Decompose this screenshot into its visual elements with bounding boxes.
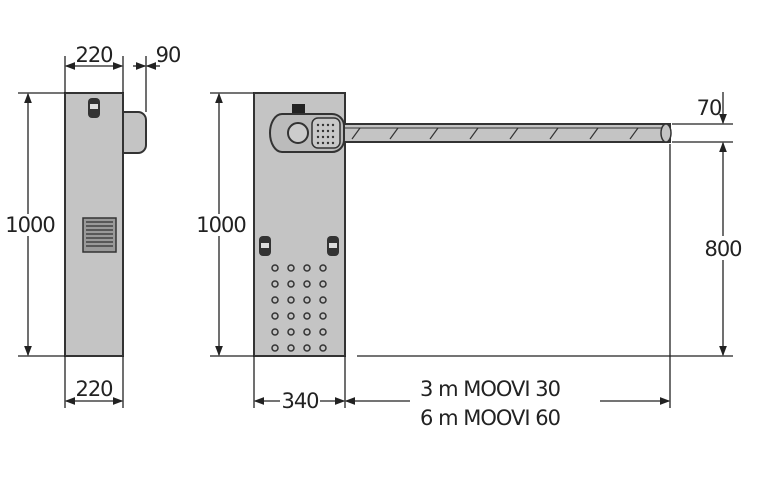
vent-hole bbox=[271, 312, 279, 320]
front-view: 1000 70 800 340 3 m MOOVI 30 6 m MOOVI 6… bbox=[196, 92, 743, 430]
side-width-top-label: 220 bbox=[75, 43, 112, 67]
vent-hole bbox=[303, 312, 311, 320]
vent-hole bbox=[303, 328, 311, 336]
vent-hole bbox=[319, 312, 327, 320]
side-knob-depth-label: 90 bbox=[156, 43, 181, 67]
vent-hole bbox=[287, 296, 295, 304]
vent-hole bbox=[287, 264, 295, 272]
front-height-label: 1000 bbox=[196, 213, 245, 237]
vent-hole bbox=[287, 312, 295, 320]
vent-hole bbox=[319, 280, 327, 288]
vent-hole bbox=[271, 296, 279, 304]
boom-thickness-label: 70 bbox=[697, 96, 722, 120]
boom-height-label: 800 bbox=[704, 237, 741, 261]
boom-arm bbox=[337, 123, 671, 143]
top-cap bbox=[292, 104, 305, 114]
vent-hole bbox=[319, 264, 327, 272]
model-label-moovi-30: 3 m MOOVI 30 bbox=[420, 377, 560, 401]
side-height-label: 1000 bbox=[5, 213, 54, 237]
side-knob bbox=[122, 111, 147, 154]
vent-hole bbox=[319, 328, 327, 336]
vent-hole bbox=[271, 328, 279, 336]
vent-hole bbox=[303, 344, 311, 352]
vent-hole bbox=[303, 264, 311, 272]
cabinet-width-label: 340 bbox=[281, 389, 318, 413]
vent-hole bbox=[287, 280, 295, 288]
side-vent bbox=[82, 217, 117, 253]
vent-holes bbox=[271, 264, 327, 352]
vent-hole bbox=[303, 296, 311, 304]
vent-hole bbox=[271, 344, 279, 352]
side-width-bottom-label: 220 bbox=[75, 377, 112, 401]
vent-hole bbox=[319, 296, 327, 304]
side-view: 220 90 1000 220 bbox=[5, 43, 181, 408]
vent-hole bbox=[271, 280, 279, 288]
vent-hole bbox=[287, 344, 295, 352]
vent-hole bbox=[319, 344, 327, 352]
vent-hole bbox=[287, 328, 295, 336]
vent-hole bbox=[303, 280, 311, 288]
vent-hole bbox=[271, 264, 279, 272]
model-label-moovi-60: 6 m MOOVI 60 bbox=[420, 406, 560, 430]
